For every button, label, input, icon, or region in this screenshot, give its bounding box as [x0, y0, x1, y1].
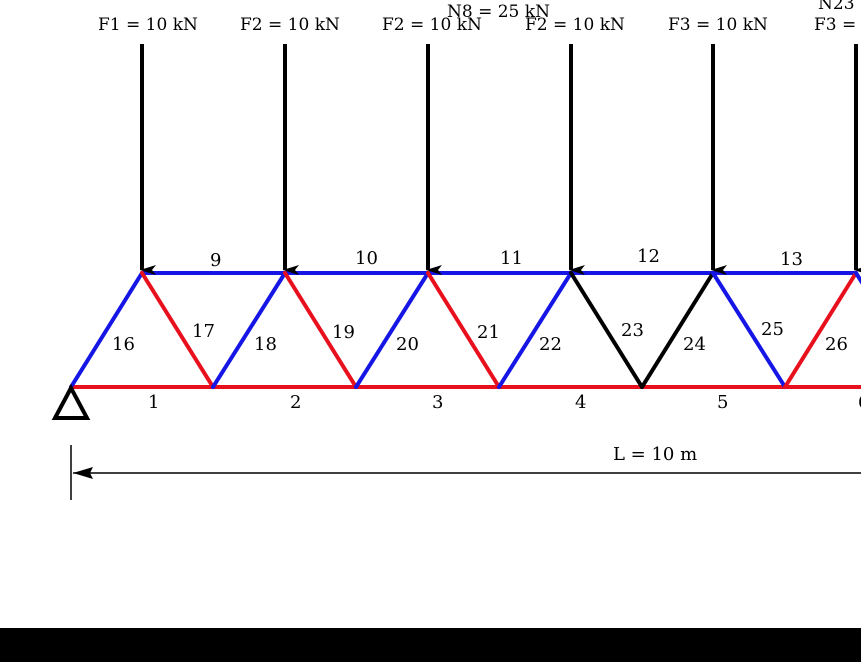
member-label: 25 [761, 319, 784, 340]
diagonal-member [711, 271, 787, 389]
member-label: 18 [254, 334, 277, 355]
diagonal-member [569, 271, 644, 389]
member-label: 3 [432, 392, 443, 413]
member-label: 23 [621, 320, 644, 341]
member-label: 9 [210, 250, 221, 271]
diagonal-member [783, 271, 858, 389]
force-labels: F1 = 10 kN F2 = 10 kN F2 = 10 kN F2 = 10 kN… [98, 15, 861, 35]
diagonal-member [211, 271, 287, 389]
diagonal-member [426, 271, 501, 389]
member-label: 1 [148, 392, 159, 413]
member-label: 10 [355, 248, 378, 269]
diagonal-member [69, 271, 144, 389]
force-label: F1 = 10 kN [98, 15, 198, 35]
member-label: 26 [825, 334, 848, 355]
member-label: 4 [575, 392, 586, 413]
member-label: 22 [539, 334, 562, 355]
member-label: 24 [683, 334, 706, 355]
member-label: 12 [637, 246, 660, 267]
force-label: F3 = 10 kN [814, 15, 861, 35]
n23-annotation: N23 = [818, 0, 861, 14]
span-dimension: L = 10 m [70, 444, 861, 500]
footer-band [0, 628, 861, 662]
truss-members [69, 271, 861, 389]
member-label: 11 [500, 248, 523, 269]
member-label: 2 [290, 392, 301, 413]
force-label: F2 = 10 kN [525, 15, 625, 35]
diagonal-member [283, 271, 358, 389]
member-label: 17 [192, 321, 215, 342]
dimension-label: L = 10 m [613, 444, 697, 465]
diagonal-member [640, 271, 715, 389]
force-label: F3 = 10 kN [668, 15, 768, 35]
diagonal-member [497, 271, 573, 389]
member-label: 21 [477, 322, 500, 343]
diagonal-member [854, 271, 861, 285]
member-labels: 1234569101112131617181920212223242526 [112, 246, 861, 413]
force-label: F2 = 10 kN [382, 15, 482, 35]
member-label: 13 [780, 249, 803, 270]
diagonal-member [140, 271, 215, 389]
member-label: 16 [112, 334, 135, 355]
member-label: 6 [858, 392, 861, 413]
diagonal-member [354, 271, 430, 389]
member-label: 20 [396, 334, 419, 355]
pin-support-icon [51, 383, 91, 420]
member-label: 5 [717, 392, 728, 413]
member-label: 19 [332, 322, 355, 343]
force-label: F2 = 10 kN [240, 15, 340, 35]
n8-annotation: N8 = 25 kN [447, 2, 550, 22]
load-arrows [140, 44, 861, 275]
